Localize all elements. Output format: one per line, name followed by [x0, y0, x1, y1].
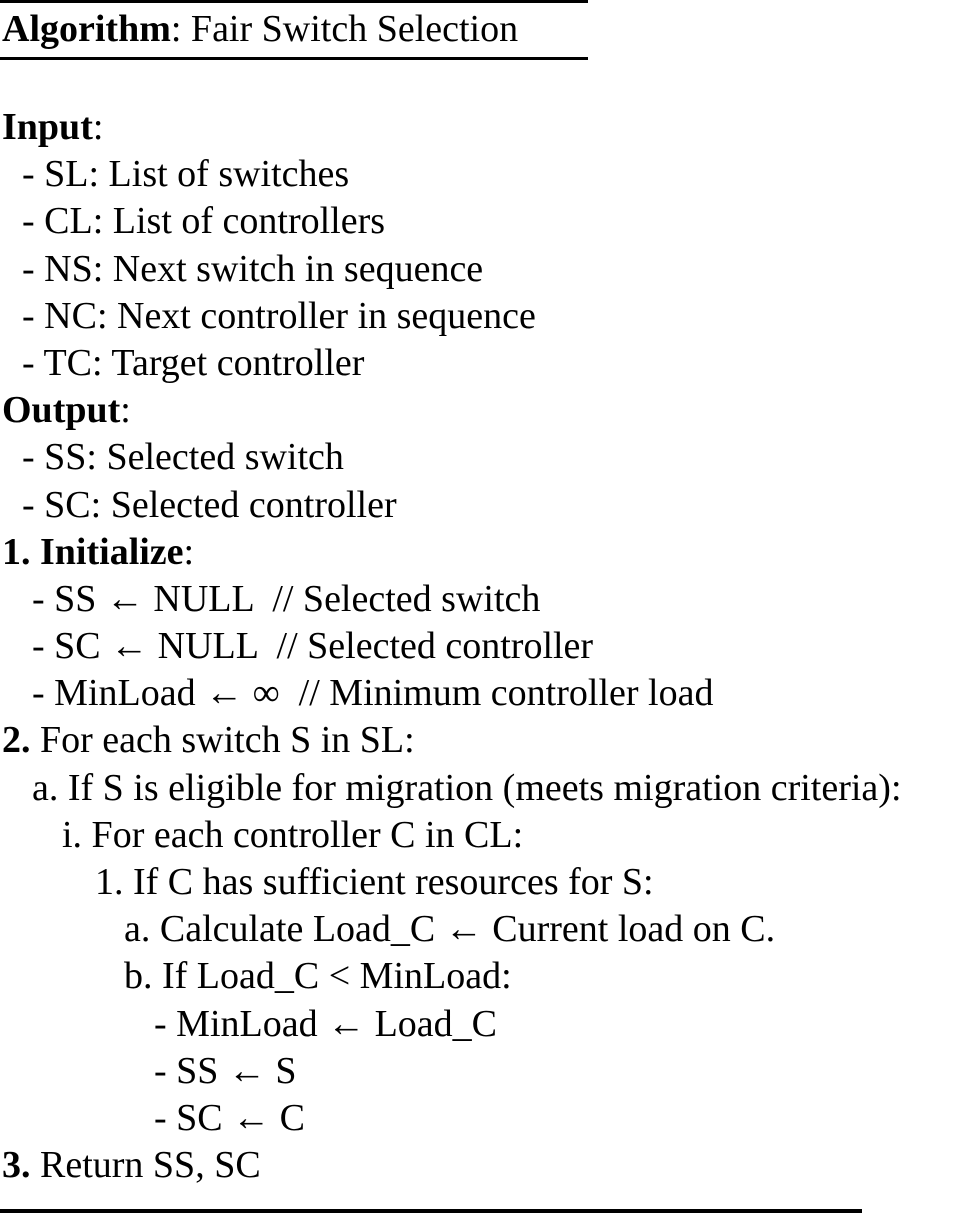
algorithm-line: - SC: Selected controller: [2, 482, 902, 529]
algorithm-line-text: a. If S is eligible for migration (meets…: [32, 766, 902, 809]
algorithm-line: 2. For each switch S in SL:: [2, 717, 902, 764]
algorithm-line: - SS ← S: [2, 1048, 902, 1095]
algorithm-line: - CL: List of controllers: [2, 198, 902, 245]
algorithm-line-text: :: [92, 106, 104, 148]
algorithm-line: Input:: [2, 104, 902, 151]
algorithm-line-text: - SC ← C: [154, 1096, 305, 1139]
algorithm-line-text: - CL: List of controllers: [22, 200, 386, 243]
algorithm-line-text: :: [120, 389, 131, 432]
algorithm-line: - NS: Next switch in sequence: [2, 246, 902, 293]
algorithm-line: 1. If C has sufficient resources for S:: [2, 859, 902, 906]
algorithm-line: Output:: [2, 387, 902, 434]
algorithm-line-text: i. For each controller C in CL:: [62, 813, 524, 856]
algorithm-line: - MinLoad ← ∞ // Minimum controller load: [2, 670, 902, 717]
algorithm-line: - TC: Target controller: [2, 340, 902, 387]
algorithm-line: a. Calculate Load_C ← Current load on C.: [2, 906, 902, 953]
algorithm-line-text: - SC: Selected controller: [22, 483, 397, 526]
algorithm-line-text: b. If Load_C < MinLoad:: [124, 955, 512, 998]
algorithm-title-label: Algorithm: [2, 8, 171, 50]
algorithm-line: - SC ← NULL // Selected controller: [2, 623, 902, 670]
algorithm-line-text: - SS ← NULL // Selected switch: [32, 577, 541, 620]
algorithm-line: - SS ← NULL // Selected switch: [2, 576, 902, 623]
algorithm-line-text: - TC: Target controller: [22, 341, 365, 384]
algorithm-line-text: - NS: Next switch in sequence: [22, 247, 484, 290]
algorithm-line: 1. Initialize:: [2, 529, 902, 576]
algorithm-line-heading: Output: [2, 389, 121, 432]
algorithm-line-text: - NC: Next controller in sequence: [22, 294, 536, 337]
algorithm-line: - NC: Next controller in sequence: [2, 293, 902, 340]
algorithm-title-text: : Fair Switch Selection: [170, 8, 519, 50]
algorithm-line-text: - MinLoad ← ∞ // Minimum controller load: [32, 672, 714, 715]
algorithm-line-text: - SS: Selected switch: [22, 436, 344, 479]
algorithm-line-text: For each switch S in SL:: [30, 719, 415, 762]
algorithm-line-text: - SS ← S: [154, 1049, 297, 1092]
algorithm-line: - SL: List of switches: [2, 151, 902, 198]
algorithm-line: b. If Load_C < MinLoad:: [2, 953, 902, 1000]
algorithm-line-text: Return SS, SC: [30, 1144, 261, 1187]
bottom-rule: [0, 1209, 862, 1213]
algorithm-line: 3. Return SS, SC: [2, 1142, 902, 1189]
algorithm-line: a. If S is eligible for migration (meets…: [2, 765, 902, 812]
algorithm-line-text: a. Calculate Load_C ← Current load on C.: [124, 908, 776, 951]
algorithm-line-text: 1. If C has sufficient resources for S:: [95, 861, 654, 903]
algorithm-line-heading: 2.: [2, 719, 31, 762]
top-rule: [0, 0, 588, 3]
algorithm-line-text: - SL: List of switches: [22, 153, 350, 196]
algorithm-line: i. For each controller C in CL:: [2, 812, 902, 859]
algorithm-title: Algorithm: Fair Switch Selection: [2, 6, 518, 52]
algorithm-line: - SS: Selected switch: [2, 434, 902, 481]
algorithm-line-heading: 1. Initialize: [2, 530, 184, 573]
algorithm-line-heading: 3.: [2, 1144, 31, 1187]
algorithm-line-text: - SC ← NULL // Selected controller: [32, 625, 594, 668]
algorithm-line: - MinLoad ← Load_C: [2, 1001, 902, 1048]
algorithm-line-text: :: [183, 530, 195, 573]
algorithm-body: Input:- SL: List of switches- CL: List o…: [2, 104, 902, 1189]
algorithm-line-heading: Input: [2, 106, 93, 148]
algorithm-line: - SC ← C: [2, 1095, 902, 1142]
title-rule: [0, 57, 588, 60]
algorithm-line-text: - MinLoad ← Load_C: [154, 1002, 498, 1045]
